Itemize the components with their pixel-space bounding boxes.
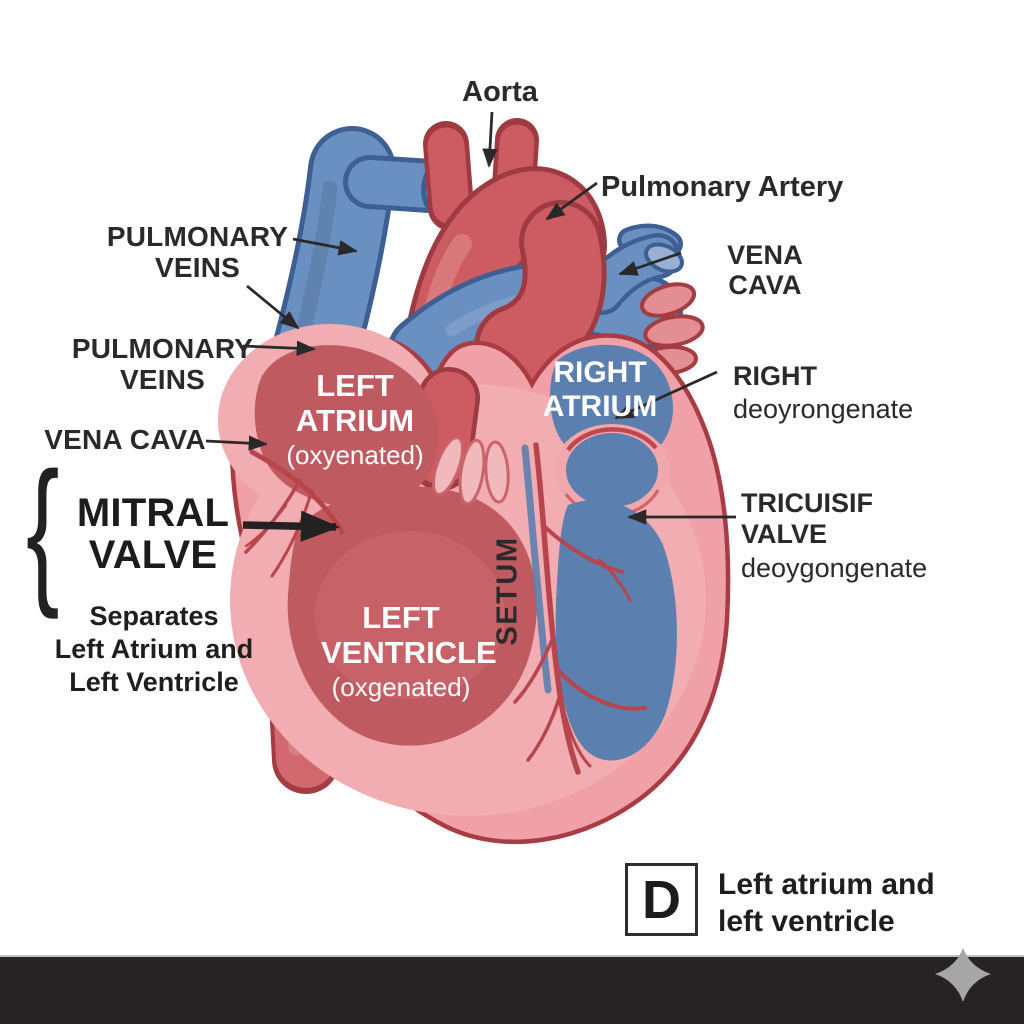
left-ventricle-chamber bbox=[287, 486, 537, 746]
label-pulmonary-artery: Pulmonary Artery bbox=[601, 171, 844, 203]
label-vena-cava-right: VENA CAVA bbox=[727, 240, 803, 301]
right-external-sub: deoyrongenate bbox=[733, 394, 914, 425]
legend-key-box: D bbox=[625, 863, 698, 936]
legend: D Left atrium and left ventricle bbox=[625, 863, 935, 940]
right-external-label: RIGHT deoyrongenate bbox=[733, 361, 913, 424]
annotation-arrows bbox=[205, 111, 736, 542]
tricuspid-title: TRICUISIF VALVE bbox=[741, 488, 873, 550]
left-ventricle-title: LEFT VENTRICLE bbox=[321, 600, 497, 671]
label-pulmonary-veins-upper: PULMONARY VEINS bbox=[106, 221, 289, 284]
label-pulmonary-veins-lower: PULMONARY VEINS bbox=[71, 333, 254, 396]
right-atrium-title: RIGHT ATRIUM bbox=[542, 356, 658, 424]
aorta-arch-descending bbox=[474, 200, 607, 388]
arrow-mitral-valve bbox=[242, 510, 340, 542]
arrow-pulmonary-artery bbox=[545, 181, 598, 221]
left-atrium-title: LEFT ATRIUM bbox=[295, 368, 415, 439]
arrow-pulmonary-veins-upper bbox=[292, 237, 358, 256]
septum-vessels bbox=[513, 442, 647, 775]
bottom-bar bbox=[0, 955, 1024, 1024]
sparkle-icon bbox=[935, 948, 991, 1002]
right-external-title: RIGHT bbox=[733, 361, 817, 391]
left-ventricle-label: LEFT VENTRICLE (oxgenated) bbox=[321, 600, 497, 702]
left-atrium-chamber bbox=[254, 345, 439, 509]
left-ventricle-sub: (oxgenated) bbox=[331, 671, 471, 702]
right-ventricle-chamber bbox=[555, 500, 677, 761]
label-mitral-valve: MITRAL VALVE bbox=[76, 491, 230, 578]
arrow-aorta bbox=[482, 111, 498, 168]
arrow-right-atrium bbox=[614, 370, 718, 420]
septum-label: SETUM bbox=[491, 536, 524, 646]
tricuspid-label: TRICUISIF VALVE deoygongenate bbox=[741, 488, 927, 583]
label-aorta: Aorta bbox=[462, 76, 538, 108]
mitral-valve-note: Separates Left Atrium and Left Ventricle bbox=[54, 601, 254, 697]
right-atrium-label: RIGHT ATRIUM bbox=[530, 356, 670, 424]
left-atrium-label: LEFT ATRIUM (oxyenated) bbox=[275, 368, 435, 470]
legend-text: Left atrium and left ventricle bbox=[718, 868, 935, 938]
arrow-vena-cava-right bbox=[618, 251, 682, 276]
mitral-brace: { bbox=[26, 439, 60, 620]
mitral-valve-leaflets bbox=[431, 436, 510, 506]
arrow-vena-cava-left bbox=[205, 435, 268, 451]
arrow-pulmonary-veins-diagonal bbox=[246, 284, 300, 330]
left-atrium-sub: (oxyenated) bbox=[286, 439, 424, 470]
arrow-pulmonary-veins-lower bbox=[242, 340, 316, 356]
label-vena-cava-left: VENA CAVA bbox=[44, 424, 206, 455]
tricuspid-sub: deoygongenate bbox=[741, 553, 928, 584]
